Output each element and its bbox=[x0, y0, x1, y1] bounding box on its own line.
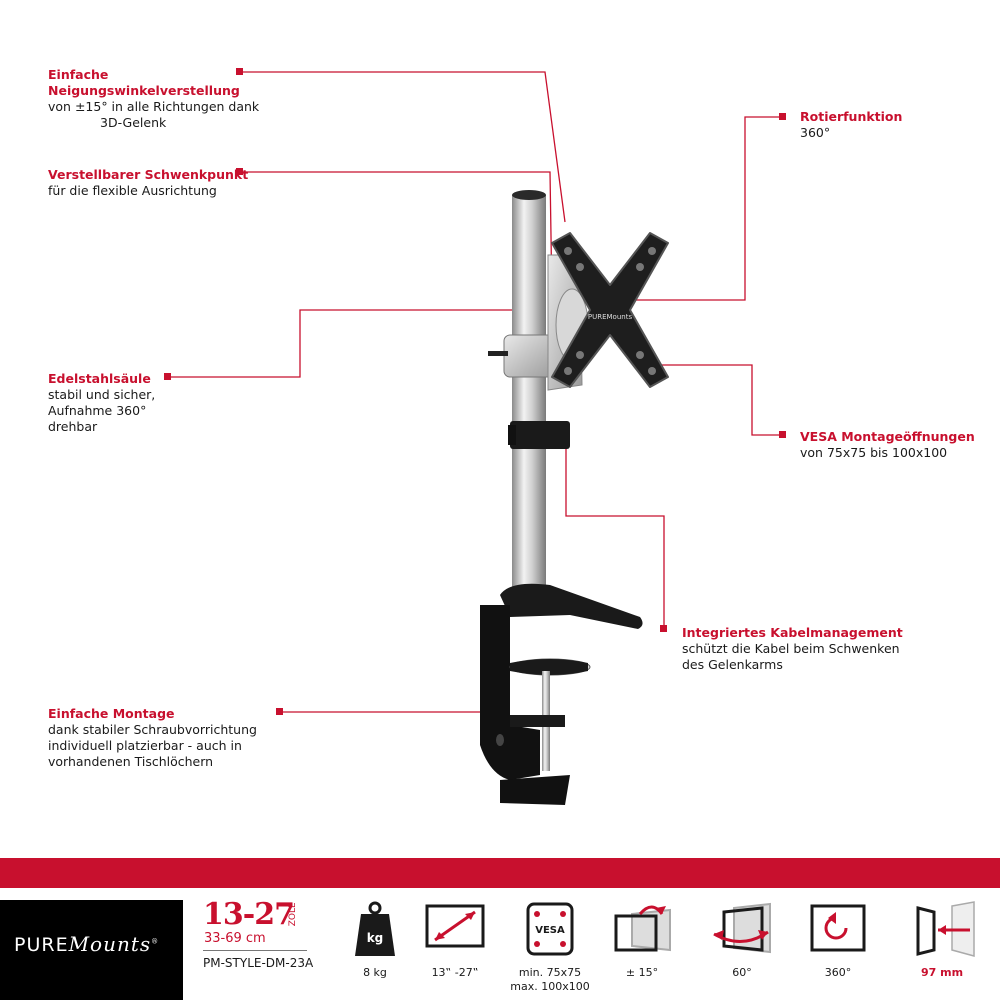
spec-wall-distance-label: 97 mm bbox=[920, 966, 964, 979]
callout-tilt-desc-1: von ±15° in alle Richtungen dank bbox=[48, 99, 260, 114]
spec-tilt: ± 15° bbox=[597, 900, 687, 1000]
size-divider bbox=[203, 950, 307, 951]
callout-mount: Einfache Montage dank stabiler Schraubvo… bbox=[48, 706, 257, 770]
spec-diagonal: 13‟ -27‟ bbox=[410, 900, 500, 1000]
red-divider-band bbox=[0, 858, 1000, 888]
callout-tilt-title-2: Neigungswinkelverstellung bbox=[48, 83, 240, 98]
callout-cable-desc-2: des Gelenkarms bbox=[682, 657, 783, 672]
callout-vesa: VESA Montageöffnungen von 75x75 bis 100x… bbox=[800, 429, 975, 461]
callout-pivot-title: Verstellbarer Schwenkpunkt bbox=[48, 167, 249, 182]
callout-vesa-desc: von 75x75 bis 100x100 bbox=[800, 445, 948, 460]
weight-icon-text: kg bbox=[367, 931, 384, 945]
callout-cable-title: Integriertes Kabelmanagement bbox=[682, 625, 903, 640]
swivel-icon bbox=[713, 902, 771, 954]
rotate-icon bbox=[810, 904, 866, 952]
callout-column-desc-1: stabil und sicher, bbox=[48, 387, 156, 402]
callout-rotate-desc: 360° bbox=[800, 125, 831, 140]
vesa-icon: VESA bbox=[526, 902, 574, 956]
tilt-icon bbox=[614, 905, 671, 952]
callout-tilt: Einfache Neigungswinkelverstellung von ±… bbox=[48, 67, 259, 131]
spec-swivel: 60° bbox=[697, 900, 787, 1000]
monitor-mount-illustration: PUREMounts bbox=[480, 190, 669, 805]
callout-pivot-desc: für die flexible Ausrichtung bbox=[48, 183, 217, 198]
brand-reg-mark: ® bbox=[151, 937, 160, 946]
wall-distance-icon bbox=[916, 901, 975, 957]
callout-rotate-title: Rotierfunktion bbox=[800, 109, 903, 124]
size-range: 13-27 bbox=[203, 897, 295, 932]
size-unit: ZOLL bbox=[288, 903, 298, 927]
brand-logo: PUREMounts® bbox=[0, 900, 183, 1000]
callout-pivot: Verstellbarer Schwenkpunkt für die flexi… bbox=[48, 167, 248, 199]
brand-logo-text: PUREMounts® bbox=[14, 932, 159, 956]
size-cm: 33-69 cm bbox=[204, 931, 266, 946]
callout-tilt-title-1: Einfache bbox=[48, 67, 109, 82]
spec-swivel-label: 60° bbox=[732, 966, 752, 979]
callout-mount-title: Einfache Montage bbox=[48, 706, 175, 721]
screen-diagonal-icon bbox=[425, 904, 485, 948]
callout-vesa-title: VESA Montageöffnungen bbox=[800, 429, 975, 444]
callout-mount-desc-1: dank stabiler Schraubvorrichtung bbox=[48, 722, 257, 737]
callout-column-desc-2: Aufnahme 360° bbox=[48, 403, 147, 418]
vesa-icon-text: VESA bbox=[535, 925, 565, 936]
callout-rotate: Rotierfunktion 360° bbox=[800, 109, 902, 141]
callout-mount-desc-3: vorhandenen Tischlöchern bbox=[48, 754, 214, 769]
spec-vesa-label-2: max. 100x100 bbox=[510, 980, 590, 993]
spec-wall-distance: 97 mm bbox=[897, 900, 987, 1000]
model-number: PM-STYLE-DM-23A bbox=[203, 956, 314, 970]
callout-lines bbox=[164, 68, 786, 715]
brand-word-2: Mounts bbox=[68, 932, 152, 956]
callout-column: Edelstahlsäule stabil und sicher, Aufnah… bbox=[48, 371, 155, 435]
spec-weight: kg 8 kg bbox=[330, 900, 420, 1000]
spec-tilt-label: ± 15° bbox=[625, 966, 659, 979]
spec-weight-label: 8 kg bbox=[363, 966, 387, 979]
spec-vesa-label: min. 75x75 max. 100x100 bbox=[505, 966, 595, 994]
spec-vesa-label-1: min. 75x75 bbox=[518, 966, 582, 979]
brand-word-1: PURE bbox=[14, 934, 69, 956]
spec-rotate: 360° bbox=[793, 900, 883, 1000]
callout-cable-desc-1: schützt die Kabel beim Schwenken bbox=[682, 641, 900, 656]
plate-brand-label: PUREMounts bbox=[588, 313, 633, 321]
callout-column-desc-3: drehbar bbox=[48, 419, 98, 434]
spec-diagonal-label: 13‟ -27‟ bbox=[431, 966, 479, 979]
weight-icon: kg bbox=[355, 901, 395, 956]
callout-cable: Integriertes Kabelmanagement schützt die… bbox=[682, 625, 903, 673]
spec-vesa: VESA min. 75x75 max. 100x100 bbox=[505, 900, 595, 1000]
spec-rotate-label: 360° bbox=[824, 966, 852, 979]
callout-column-title: Edelstahlsäule bbox=[48, 371, 151, 386]
callout-mount-desc-2: individuell platzierbar - auch in bbox=[48, 738, 242, 753]
callout-tilt-desc-2: 3D-Gelenk bbox=[100, 115, 167, 130]
